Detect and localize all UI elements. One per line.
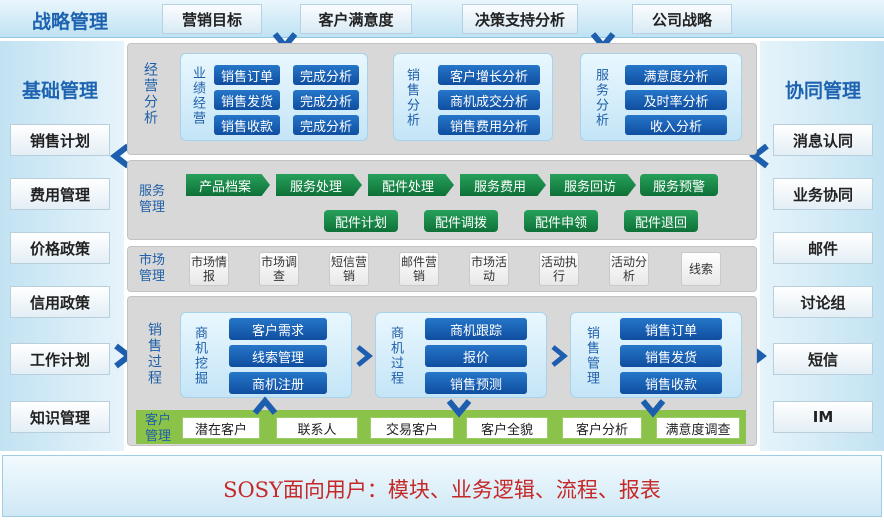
sales-delivery-button[interactable]: 销售发货 [214, 90, 280, 110]
revenue-analysis-button[interactable]: 收入分析 [625, 115, 727, 135]
email-marketing-item[interactable]: 邮件营销 [399, 252, 439, 286]
sidebar-item-knowledge[interactable]: 知识管理 [10, 401, 110, 433]
satisfaction-analysis-button[interactable]: 满意度分析 [625, 65, 727, 85]
footer-band [2, 455, 882, 517]
service-process-button[interactable]: 服务处理 [276, 174, 362, 196]
service-analysis-label: 服务分析 [593, 68, 608, 128]
chevron-left-icon [749, 143, 769, 169]
chevron-down-icon [640, 399, 666, 418]
sms-marketing-item[interactable]: 短信营销 [329, 252, 369, 286]
chevron-right-icon [551, 345, 568, 367]
sales-analysis-label: 销售分析 [404, 68, 419, 128]
opportunity-mining-label: 商机挖掘 [192, 326, 207, 386]
service-warning-button[interactable]: 服务预警 [640, 174, 718, 196]
sidebar-item-work-plan[interactable]: 工作计划 [10, 343, 110, 375]
chevron-up-icon [252, 396, 278, 415]
sidebar-item-credit-policy[interactable]: 信用政策 [10, 286, 110, 318]
sales-receipt-button[interactable]: 销售收款 [620, 372, 722, 394]
activity-execution-item[interactable]: 活动执行 [539, 252, 579, 286]
tab-customer-satisfaction[interactable]: 客户满意度 [300, 4, 412, 34]
customer-analysis-item[interactable]: 客户分析 [562, 417, 642, 439]
parts-transfer-button[interactable]: 配件调拨 [424, 210, 498, 232]
sales-management-label: 销售管理 [584, 326, 599, 386]
customer-needs-button[interactable]: 客户需求 [229, 318, 327, 340]
sales-order-button[interactable]: 销售订单 [620, 318, 722, 340]
chevron-left-icon [110, 143, 130, 169]
market-panel [127, 246, 757, 292]
sidebar-item-expense[interactable]: 费用管理 [10, 178, 110, 210]
potential-customer-item[interactable]: 潜在客户 [182, 417, 260, 439]
tab-marketing-goal[interactable]: 营销目标 [162, 4, 262, 34]
sales-order-button[interactable]: 销售订单 [214, 65, 280, 85]
strategy-band [0, 0, 884, 38]
opportunity-process-label: 商机过程 [388, 326, 403, 386]
sales-delivery-button[interactable]: 销售发货 [620, 345, 722, 367]
performance-label: 业绩经营 [190, 66, 205, 126]
parts-process-button[interactable]: 配件处理 [368, 174, 454, 196]
chevron-right-icon [356, 345, 373, 367]
product-archive-button[interactable]: 产品档案 [186, 174, 270, 196]
satisfaction-survey-item[interactable]: 满意度调查 [656, 417, 740, 439]
sidebar-item-discussion[interactable]: 讨论组 [773, 286, 873, 318]
market-intel-item[interactable]: 市场情报 [189, 252, 229, 286]
deal-analysis-button[interactable]: 商机成交分析 [438, 90, 540, 110]
quotation-button[interactable]: 报价 [425, 345, 527, 367]
analysis-label: 经营分析 [142, 62, 158, 126]
service-visit-button[interactable]: 服务回访 [550, 174, 636, 196]
footer-caption: SOSY面向用户：模块、业务逻辑、流程、报表 [223, 478, 661, 502]
sidebar-item-sms[interactable]: 短信 [773, 343, 873, 375]
sidebar-item-price-policy[interactable]: 价格政策 [10, 232, 110, 264]
timeliness-analysis-button[interactable]: 及时率分析 [625, 90, 727, 110]
strategy-title: 战略管理 [32, 11, 109, 33]
basic-management-title: 基础管理 [21, 80, 98, 102]
sales-receipt-button[interactable]: 销售收款 [214, 115, 280, 135]
chevron-down-icon [446, 399, 472, 418]
market-activity-item[interactable]: 市场活动 [469, 252, 509, 286]
tab-company-strategy[interactable]: 公司战略 [632, 4, 732, 34]
completion-analysis-button[interactable]: 完成分析 [293, 65, 359, 85]
sidebar-item-sales-plan[interactable]: 销售计划 [10, 124, 110, 156]
sidebar-item-business-collab[interactable]: 业务协同 [773, 178, 873, 210]
tab-decision-support[interactable]: 决策支持分析 [462, 4, 578, 34]
service-label: 服务管理 [138, 184, 165, 215]
sales-expense-analysis-button[interactable]: 销售费用分析 [438, 115, 540, 135]
parts-plan-button[interactable]: 配件计划 [324, 210, 398, 232]
service-fee-button[interactable]: 服务费用 [460, 174, 546, 196]
sidebar-item-im[interactable]: IM [773, 401, 873, 433]
leads-item[interactable]: 线索 [681, 252, 721, 286]
sales-forecast-button[interactable]: 销售预测 [425, 372, 527, 394]
completion-analysis-button[interactable]: 完成分析 [293, 90, 359, 110]
customer-management-label: 客户管理 [144, 413, 171, 444]
contacts-item[interactable]: 联系人 [276, 417, 358, 439]
sidebar-item-mail[interactable]: 邮件 [773, 232, 873, 264]
parts-return-button[interactable]: 配件退回 [624, 210, 698, 232]
trading-customer-item[interactable]: 交易客户 [370, 417, 454, 439]
opportunity-tracking-button[interactable]: 商机跟踪 [425, 318, 527, 340]
market-label: 市场管理 [138, 253, 165, 284]
opportunity-register-button[interactable]: 商机注册 [229, 372, 327, 394]
sales-process-label: 销售过程 [146, 322, 162, 386]
sidebar-item-message[interactable]: 消息认同 [773, 124, 873, 156]
collaboration-title: 协同管理 [784, 80, 861, 102]
customer-overview-item[interactable]: 客户全貌 [466, 417, 548, 439]
parts-request-button[interactable]: 配件申领 [524, 210, 598, 232]
lead-management-button[interactable]: 线索管理 [229, 345, 327, 367]
activity-analysis-item[interactable]: 活动分析 [609, 252, 649, 286]
customer-growth-button[interactable]: 客户增长分析 [438, 65, 540, 85]
market-survey-item[interactable]: 市场调查 [259, 252, 299, 286]
completion-analysis-button[interactable]: 完成分析 [293, 115, 359, 135]
